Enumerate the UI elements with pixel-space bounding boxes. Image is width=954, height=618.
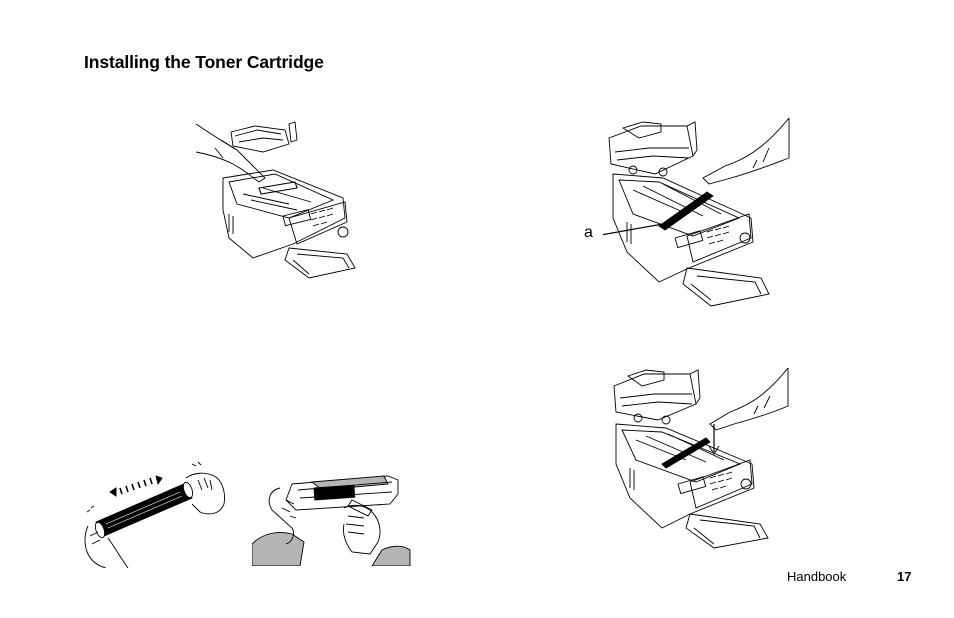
fax-cartridge-seated-illustration	[610, 368, 792, 550]
fax-cartridge-insert-illustration	[603, 118, 793, 308]
page-title: Installing the Toner Cartridge	[84, 52, 324, 73]
callout-label-a: a	[584, 224, 593, 242]
remove-sleeve-illustration	[252, 470, 412, 566]
fax-machine-open-illustration	[193, 118, 361, 283]
footer-label: Handbook	[787, 569, 846, 584]
page-number: 17	[897, 569, 911, 584]
shake-cartridge-illustration	[82, 458, 228, 568]
